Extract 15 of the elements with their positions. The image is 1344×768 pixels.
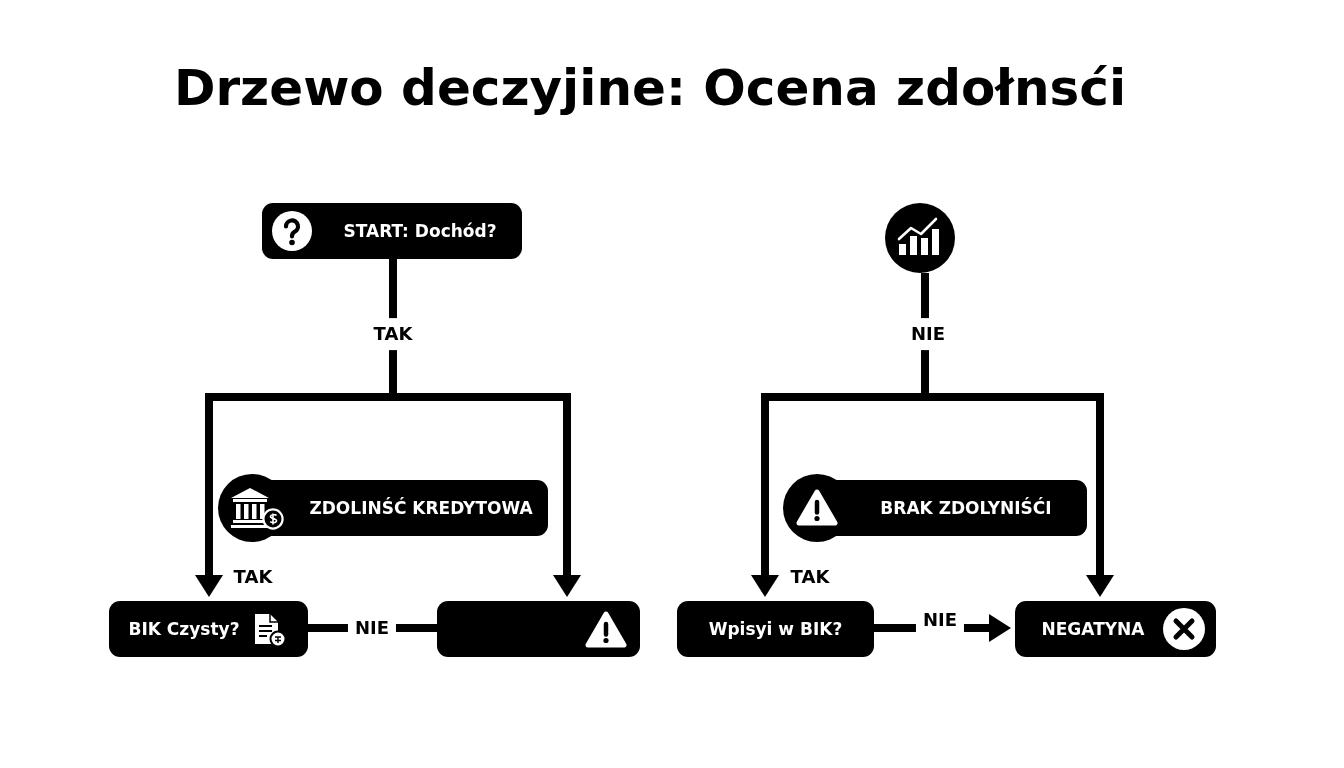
banner-box	[783, 474, 1087, 542]
box-label: BIK Czysty?	[128, 618, 240, 640]
decision-box	[677, 601, 874, 657]
chart-icon	[885, 203, 955, 273]
decision-box	[109, 601, 308, 657]
result-box	[1015, 601, 1216, 657]
box-label: BRAK ZDOLYNIŚĆI	[880, 497, 1052, 519]
decision-box	[262, 203, 522, 259]
box-label: Wpisyi w BIK?	[708, 618, 843, 640]
box-label: NEGATYNA	[1041, 618, 1145, 640]
box-label: START: Dochód?	[343, 220, 497, 242]
diagram-title: Drzewo deczyjine: Ocena zdołnsći	[173, 58, 1127, 118]
banner-box	[218, 474, 548, 542]
box-label: ZDOLINŚĆ KREDYTOWA	[309, 497, 533, 519]
result-box	[437, 601, 640, 657]
